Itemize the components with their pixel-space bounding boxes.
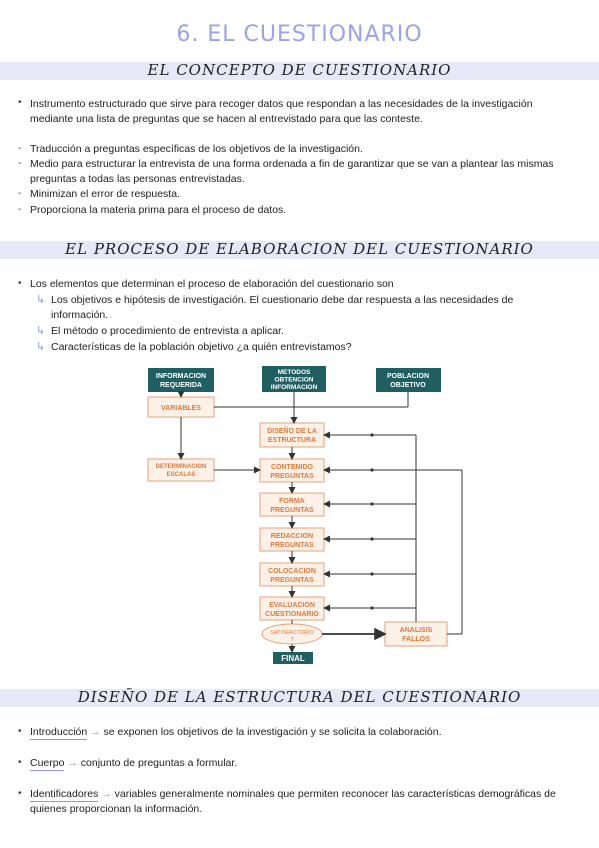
design-term: Identificadores xyxy=(30,788,99,802)
bullet-icon: • xyxy=(18,726,22,737)
section-heading-concept: EL CONCEPTO DE CUESTIONARIO xyxy=(147,61,452,79)
design-text: se exponen los objetivos de la investiga… xyxy=(103,726,442,738)
design-term: Introducción xyxy=(30,726,88,740)
bullet-icon: - xyxy=(18,158,22,169)
box-label: PREGUNTAS xyxy=(270,577,314,584)
box-label: FALLOS xyxy=(402,636,430,643)
junction-dot xyxy=(370,572,374,576)
arrow-icon: ↳ xyxy=(36,325,46,337)
concept-item-3-line1: Medio para estructurar la entrevista de … xyxy=(30,158,554,170)
box-label: ANALISIS xyxy=(400,627,433,634)
box-label: VARIABLES xyxy=(161,405,201,412)
page-title: 6. EL CUESTIONARIO xyxy=(176,22,423,47)
box-label: EVALUACION xyxy=(269,602,315,609)
bullet-icon: - xyxy=(18,188,22,199)
concept-item-3: Medio para estructurar la entrevista de … xyxy=(30,157,590,187)
bullet-icon: • xyxy=(18,97,22,108)
process-subitem-1-line2: información. xyxy=(51,309,109,321)
concept-item-5: Proporciona la materia prima para el pro… xyxy=(30,204,287,216)
box-label: PREGUNTAS xyxy=(270,473,314,480)
process-flowchart: INFORMACION REQUERIDA METODOS OBTENCION … xyxy=(147,366,463,664)
process-subitem-1: Los objetivos e hipótesis de investigaci… xyxy=(51,293,591,323)
box-poblacion-objetivo xyxy=(376,368,441,392)
junction-dot xyxy=(370,537,374,541)
box-final xyxy=(273,652,313,664)
box-label: ESCALAS xyxy=(167,472,196,478)
box-label: DISEÑO DE LA xyxy=(267,426,317,435)
bullet-icon: - xyxy=(18,143,22,154)
design-item-introduccion: Introducción → se exponen los objetivos … xyxy=(30,725,590,740)
concept-item-3-line2: preguntas a todas las personas entrevist… xyxy=(30,173,245,185)
junction-dot xyxy=(370,468,374,472)
process-intro: Los elementos que determinan el proceso … xyxy=(30,278,394,290)
design-item-cuerpo: Cuerpo → conjunto de preguntas a formula… xyxy=(30,756,590,771)
box-label: REQUERIDA xyxy=(160,382,202,389)
junction-dot xyxy=(370,606,374,610)
decision-mark: ? xyxy=(290,637,293,643)
bullet-icon: - xyxy=(18,204,22,215)
box-label: CUESTIONARIO xyxy=(265,611,319,618)
design-term: Cuerpo xyxy=(30,757,65,771)
design-text-line2: quienes proporcionan la información. xyxy=(30,803,203,815)
decision-label: SATISFACTORIO xyxy=(270,630,314,636)
bullet-icon: • xyxy=(18,757,22,768)
section-band xyxy=(0,241,599,259)
design-text: conjunto de preguntas a formular. xyxy=(80,757,238,769)
box-label: FORMA xyxy=(279,498,305,505)
box-label: PREGUNTAS xyxy=(270,507,314,514)
concept-item-1-line2: mediante una lista de preguntas que se h… xyxy=(30,113,423,125)
arrow-icon: → xyxy=(101,788,112,800)
junction-dot xyxy=(370,433,374,437)
junction-dot xyxy=(370,502,374,506)
design-text: variables generalmente nominales que per… xyxy=(114,788,556,800)
arrow-icon: ↳ xyxy=(36,341,46,353)
box-label: OBTENCION xyxy=(275,377,314,384)
concept-item-1-line1: Instrumento estructurado que sirve para … xyxy=(30,98,533,110)
box-label: REDACCION xyxy=(271,533,313,540)
concept-item-4: Minimizan el error de respuesta. xyxy=(30,188,180,200)
box-label: DETERMINACION xyxy=(156,464,207,470)
box-informacion-requerida xyxy=(148,368,214,392)
box-label: COLOCACION xyxy=(268,568,316,575)
section-band xyxy=(0,689,599,707)
concept-item-1: Instrumento estructurado que sirve para … xyxy=(30,97,590,127)
arrow-icon: → xyxy=(90,726,101,738)
box-label: INFORMACION xyxy=(271,384,318,391)
box-label: OBJETIVO xyxy=(390,382,426,389)
process-subitem-3: Características de la población objetivo… xyxy=(51,341,352,353)
process-subitem-2: El método o procedimiento de entrevista … xyxy=(51,325,284,337)
box-label: POBLACION xyxy=(387,373,429,380)
bullet-icon: • xyxy=(18,788,22,799)
section-band xyxy=(0,62,599,80)
box-label: PREGUNTAS xyxy=(270,542,314,549)
section-heading-process: EL PROCESO DE ELABORACION DEL CUESTIONAR… xyxy=(65,240,534,258)
box-label: METODOS xyxy=(278,369,311,376)
process-subitem-1-line1: Los objetivos e hipótesis de investigaci… xyxy=(51,294,514,306)
arrow-icon: ↳ xyxy=(36,294,46,306)
arrow-icon: → xyxy=(67,757,78,769)
section-heading-design: DISEÑO DE LA ESTRUCTURA DEL CUESTIONARIO xyxy=(77,688,522,706)
box-label: INFORMACION xyxy=(156,373,206,380)
box-label: CONTENIDO xyxy=(271,464,314,471)
box-label: ESTRUCTURA xyxy=(268,437,316,444)
bullet-icon: • xyxy=(18,278,22,289)
concept-item-2: Traducción a preguntas específicas de lo… xyxy=(30,143,363,155)
box-metodos-obtencion xyxy=(262,366,326,392)
box-label: FINAL xyxy=(281,654,305,663)
design-item-identificadores: Identificadores → variables generalmente… xyxy=(30,787,590,817)
